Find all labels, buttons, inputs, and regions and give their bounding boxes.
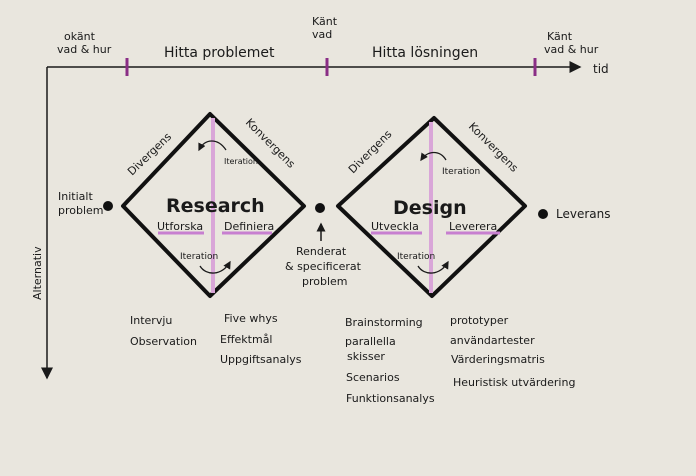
end-point-dot <box>538 209 548 219</box>
vertical-axis-label: Alternativ <box>31 246 44 300</box>
start-point-line1: Initialt <box>58 190 93 203</box>
research-title: Research <box>166 195 265 217</box>
research-right-sub: Definiera <box>224 220 274 233</box>
unknown-label-line1: okänt <box>64 30 96 43</box>
design-divergent-label: Divergens <box>346 127 395 176</box>
method-define-3: Uppgiftsanalys <box>220 353 302 366</box>
start-point-line2: problem <box>58 204 104 217</box>
known-what-line2: vad <box>312 28 332 41</box>
method-develop-4: Scenarios <box>346 371 400 384</box>
research-left-sub: Utforska <box>157 220 203 233</box>
design-iteration-top: Iteration <box>442 167 480 177</box>
start-point-dot <box>103 201 113 211</box>
middle-point-line2: & specificerat <box>285 260 362 273</box>
time-axis-label: tid <box>593 62 609 76</box>
research-iteration-arrow-bottom <box>199 260 231 274</box>
method-deliver-1: prototyper <box>450 314 509 327</box>
research-iteration-arrow-top <box>198 140 227 152</box>
method-explore-1: Intervju <box>130 314 172 327</box>
design-iteration-arrow-bottom <box>417 260 449 274</box>
design-title: Design <box>393 197 467 219</box>
known-all-line2: vad & hur <box>544 43 599 56</box>
middle-point-dot <box>315 203 325 213</box>
known-all-line1: Känt <box>547 30 573 43</box>
research-iteration-top: Iteration <box>224 157 258 166</box>
method-define-2: Effektmål <box>220 333 273 346</box>
method-develop-1: Brainstorming <box>345 316 423 329</box>
method-deliver-2: användartester <box>450 334 535 347</box>
phase-problem-label: Hitta problemet <box>164 45 275 61</box>
method-develop-5: Funktionsanalys <box>346 392 435 405</box>
method-deliver-4: Heuristisk utvärdering <box>453 376 575 389</box>
research-iteration-bottom: Iteration <box>180 252 218 262</box>
middle-point-line1: Renderat <box>296 245 347 258</box>
research-diamond <box>121 112 306 298</box>
research-divergent-label: Divergens <box>125 130 174 178</box>
method-explore-2: Observation <box>130 335 197 348</box>
unknown-label-line2: vad & hur <box>57 43 112 56</box>
phase-solution-label: Hitta lösningen <box>372 45 478 61</box>
known-what-line1: Känt <box>312 15 338 28</box>
end-point-label: Leverans <box>556 207 611 221</box>
design-diamond <box>336 116 527 298</box>
method-deliver-3: Värderingsmatris <box>451 353 545 366</box>
middle-point-line3: problem <box>302 275 348 288</box>
design-right-sub: Leverera <box>449 220 497 233</box>
method-develop-3: skisser <box>347 350 385 363</box>
design-iteration-arrow-top <box>420 151 447 162</box>
method-develop-2: parallella <box>345 335 396 348</box>
method-define-1: Five whys <box>224 312 278 325</box>
design-iteration-bottom: Iteration <box>397 252 435 262</box>
design-left-sub: Utveckla <box>371 220 419 233</box>
